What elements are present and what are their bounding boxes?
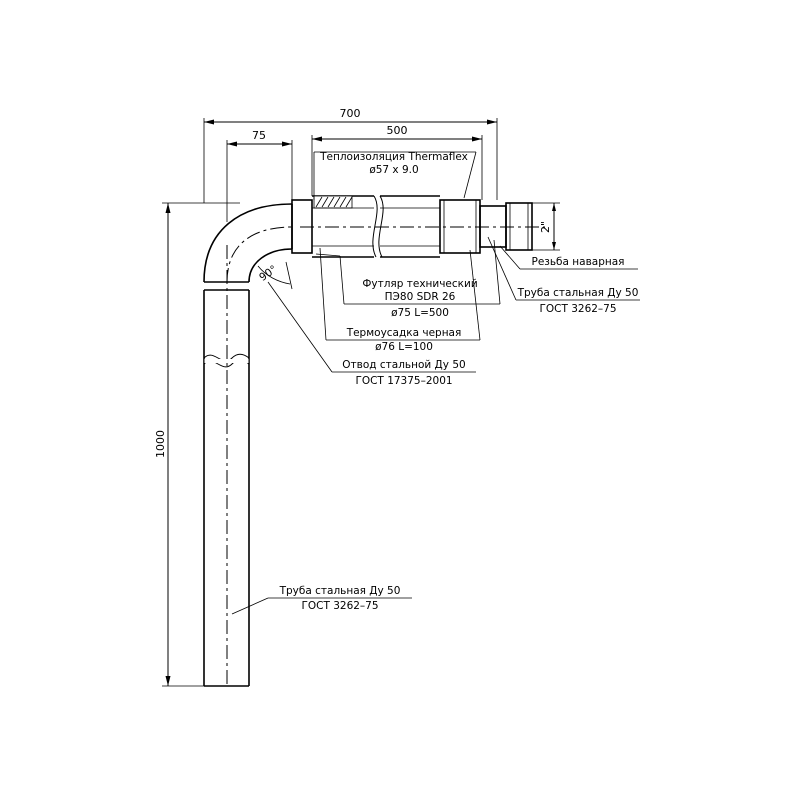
label-pipe-vertical-1: Труба стальная Ду 50 (279, 585, 401, 597)
dim-thread-size: 2" (539, 221, 552, 233)
dim-offset: 75 (252, 129, 266, 142)
dimensions (162, 118, 560, 687)
label-sleeve-3: ø75 L=500 (391, 307, 449, 319)
dim-sleeve-length: 500 (387, 124, 408, 137)
label-thread: Резьба наварная (531, 256, 624, 268)
dim-overall-length: 700 (340, 107, 361, 120)
horizontal-pipe (291, 195, 545, 258)
label-sleeve-1: Футляр технический (362, 278, 477, 290)
label-elbow-1: Отвод стальной Ду 50 (342, 359, 465, 371)
label-shrink-2: ø76 L=100 (375, 341, 433, 353)
label-pipe-vertical-2: ГОСТ 3262–75 (301, 600, 378, 612)
dim-angle: 90° (257, 263, 279, 284)
label-pipe-top-2: ГОСТ 3262–75 (539, 303, 616, 315)
label-sleeve-2: ПЭ80 SDR 26 (385, 291, 456, 303)
label-pipe-top-1: Труба стальная Ду 50 (517, 287, 639, 299)
label-insulation-1: Теплоизоляция Thermaflex (319, 151, 468, 163)
label-elbow-2: ГОСТ 17375–2001 (355, 375, 452, 387)
label-shrink-1: Термоусадка черная (346, 327, 462, 339)
leader-lines (231, 151, 640, 615)
label-insulation-2: ø57 х 9.0 (369, 164, 418, 176)
dim-height: 1000 (154, 430, 167, 458)
elbow (203, 203, 293, 290)
vertical-pipe (203, 245, 250, 687)
